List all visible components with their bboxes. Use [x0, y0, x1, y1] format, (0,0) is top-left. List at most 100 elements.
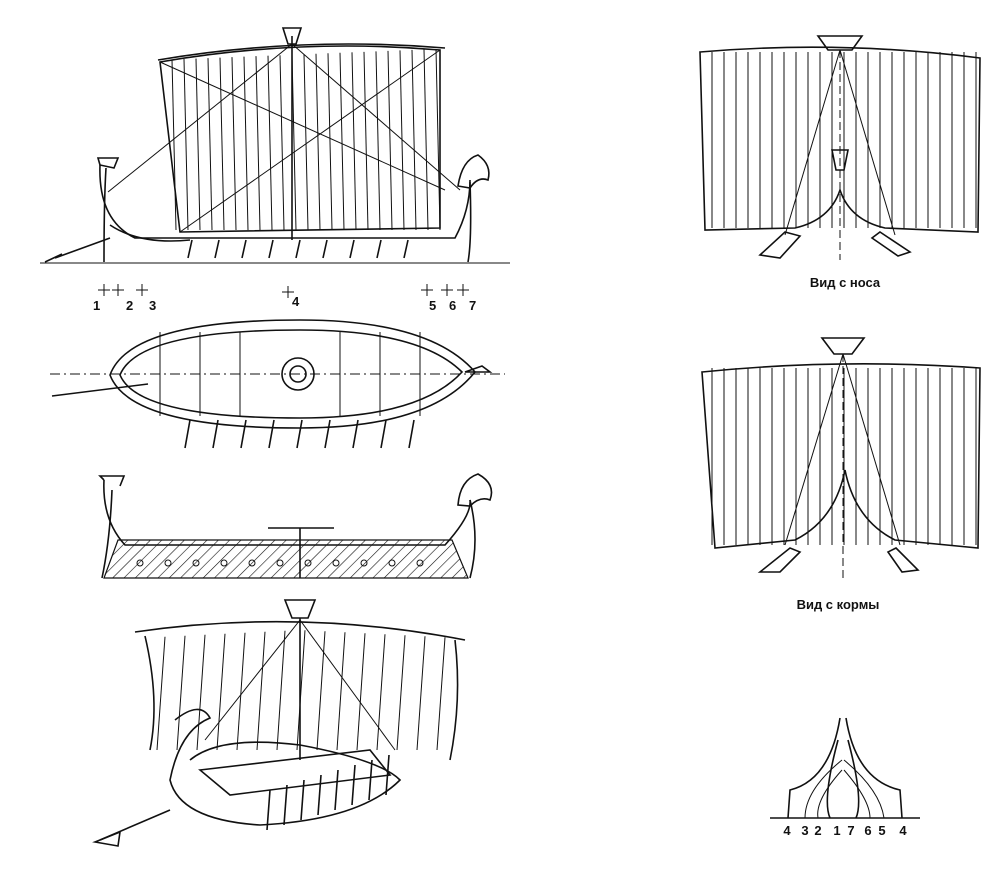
oar — [283, 784, 288, 826]
sail-stripe — [315, 53, 321, 231]
sail-stripe — [363, 51, 369, 231]
oar — [187, 239, 193, 259]
station-1: 1 — [93, 298, 100, 313]
oar — [349, 239, 355, 259]
sail-stripe — [339, 52, 345, 231]
sail-stripe — [351, 52, 357, 231]
section-num-2: 2 — [814, 823, 821, 838]
section-num-3: 3 — [801, 823, 808, 838]
bow-view-caption: Вид с носа — [810, 275, 881, 290]
sail-stripe — [296, 630, 306, 751]
sail-stripe — [267, 55, 273, 231]
oar — [240, 419, 247, 449]
sail-stripe — [196, 634, 206, 751]
sail-stripe — [327, 53, 333, 231]
section-num-1: 1 — [833, 823, 840, 838]
rivet — [164, 559, 172, 567]
sail-stripe — [156, 636, 166, 751]
sail-stripe — [396, 635, 406, 751]
sail-stripe — [207, 58, 213, 231]
oar — [214, 239, 220, 259]
sail-stripe — [256, 631, 266, 751]
sail-stripe — [387, 50, 393, 231]
sail-stripe — [176, 635, 186, 751]
sail-stripe — [243, 56, 249, 231]
oar — [268, 419, 275, 449]
sail-stripe — [436, 637, 446, 751]
perspective-view — [92, 599, 466, 847]
section-num-7: 7 — [847, 823, 854, 838]
station-5: 5 — [429, 298, 436, 313]
sail-stripe — [171, 59, 177, 231]
body-sections — [770, 717, 920, 819]
sail-stripe — [183, 59, 189, 231]
sail-stripe — [376, 634, 386, 751]
oar — [212, 419, 219, 449]
sail-stripe — [336, 632, 346, 751]
oar — [380, 419, 387, 449]
sail-stripe — [411, 49, 417, 231]
oar — [268, 239, 274, 259]
sail-stripe — [375, 51, 381, 231]
rivet — [332, 559, 340, 567]
rivet — [276, 559, 284, 567]
side-elevation-with-sail — [40, 27, 510, 264]
station-4: 4 — [292, 294, 300, 309]
sail-stripe — [316, 631, 326, 751]
oar — [408, 419, 415, 449]
bow-view — [699, 35, 981, 260]
station-6: 6 — [449, 298, 456, 313]
rivet — [136, 559, 144, 567]
rivet — [192, 559, 200, 567]
plan-view — [50, 319, 505, 449]
oar — [403, 239, 409, 259]
rivet — [388, 559, 396, 567]
station-3: 3 — [149, 298, 156, 313]
stern-view-caption: Вид с кормы — [797, 597, 880, 612]
oar — [376, 239, 382, 259]
rivet — [220, 559, 228, 567]
rivet — [304, 559, 312, 567]
oar — [368, 759, 373, 801]
station-2: 2 — [126, 298, 133, 313]
sail-stripe — [216, 633, 226, 751]
sail-stripe — [255, 56, 261, 231]
sail-stripe — [303, 54, 309, 231]
sail-stripe — [236, 632, 246, 751]
oar — [322, 239, 328, 259]
oar — [317, 774, 322, 816]
sail-stripe — [423, 49, 429, 231]
stern-view — [701, 337, 981, 580]
oar — [324, 419, 331, 449]
oar — [334, 769, 339, 811]
section-num-4-right: 4 — [899, 823, 907, 838]
oar — [241, 239, 247, 259]
sail-stripe — [279, 55, 285, 231]
sail-stripe — [416, 636, 426, 751]
rivet — [360, 559, 368, 567]
sail-stripe — [276, 630, 286, 751]
station-7: 7 — [469, 298, 476, 313]
section-num-4-left: 4 — [783, 823, 791, 838]
oar — [351, 764, 356, 806]
oar — [300, 779, 305, 821]
oar — [352, 419, 359, 449]
sail-stripe — [195, 58, 201, 231]
oar — [295, 239, 301, 259]
sail-stripe — [356, 633, 366, 751]
sail-stripe — [435, 48, 441, 231]
section-num-6: 6 — [864, 823, 871, 838]
oar — [385, 754, 390, 796]
hull-elevation — [98, 473, 493, 579]
rivet — [248, 559, 256, 567]
sail-stripe — [231, 57, 237, 231]
station-marks: 1 2 3 4 5 6 7 — [93, 284, 476, 313]
rivet — [416, 559, 424, 567]
section-num-5: 5 — [878, 823, 885, 838]
oar — [184, 419, 191, 449]
oar — [266, 789, 271, 831]
section-numbers: 4 3 2 1 7 6 5 4 — [783, 823, 907, 838]
oar — [296, 419, 303, 449]
